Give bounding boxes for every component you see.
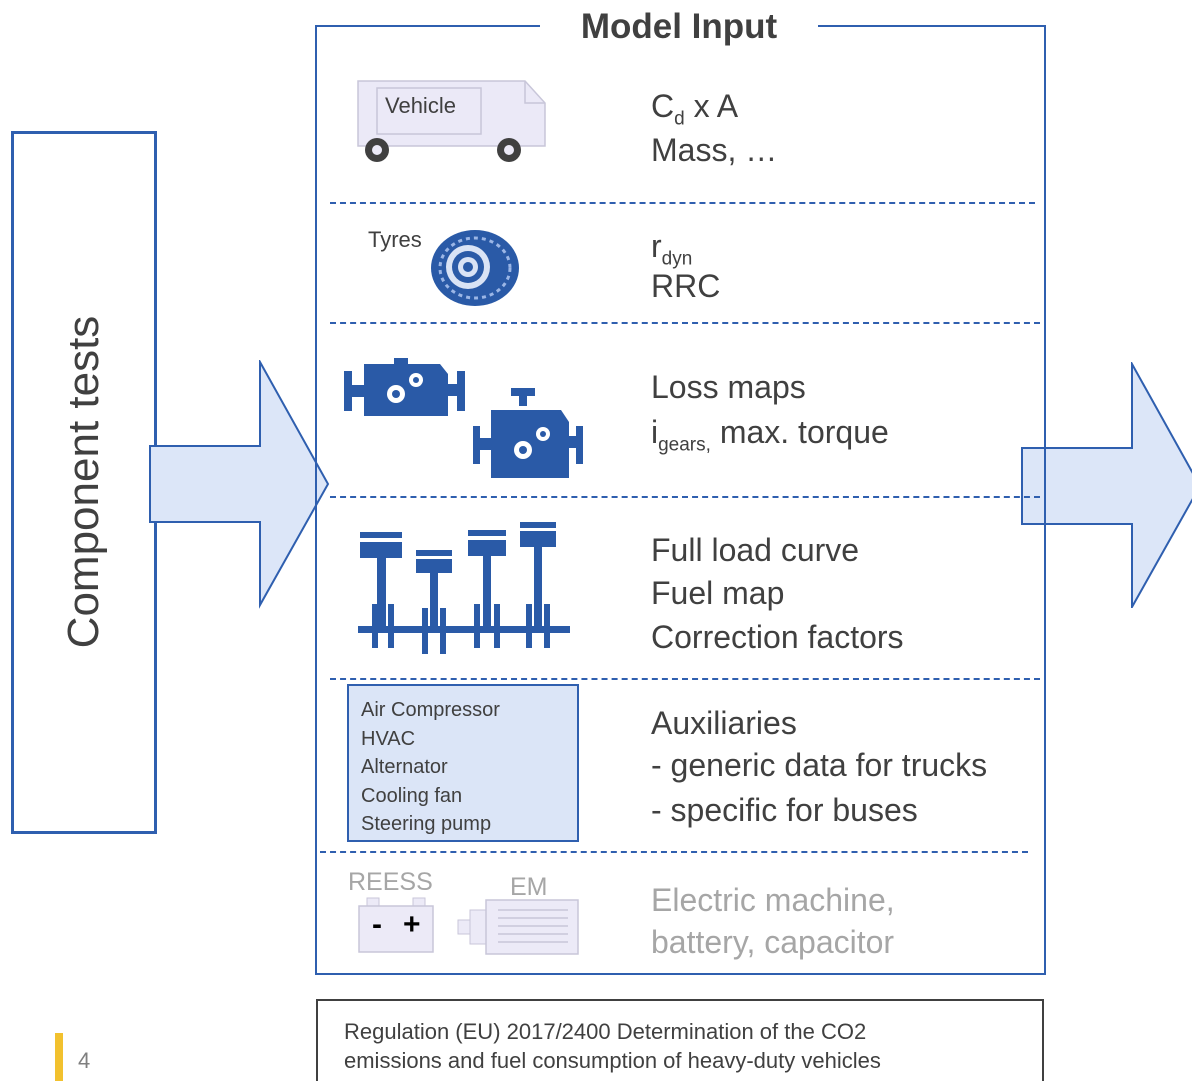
auxiliaries-list-box: Air Compressor HVAC Alternator Cooling f… [347,684,579,842]
output-arrow [1021,362,1192,608]
auxiliaries-note-trucks: - generic data for trucks [651,747,988,783]
page-number: 4 [78,1048,91,1073]
aux-item: Steering pump [361,813,492,835]
aux-item: Cooling fan [361,784,463,807]
row-separator [320,851,1028,853]
tyre-icon [431,230,519,306]
row-separator [330,322,1040,324]
row-separator [330,202,1035,204]
component-tests-box [11,131,157,834]
battery-icon [358,897,434,953]
reess-label: REESS [348,868,433,896]
auxiliaries-heading: Auxiliaries [651,705,797,741]
electric-motor-icon [457,899,579,955]
regulation-line-1: Regulation (EU) 2017/2400 Determination … [344,1019,867,1044]
component-tests-label: Component tests [59,315,108,649]
row-separator [330,678,1040,680]
transmission-param-1: Loss maps [651,369,806,405]
engine-param-3: Correction factors [651,619,904,655]
input-arrow [149,360,330,609]
transmission-param-2: igears, max. torque [651,414,889,456]
engine-param-1: Full load curve [651,532,860,568]
electric-param-2: battery, capacitor [651,924,895,960]
tyre-param-2: RRC [651,268,721,304]
tyre-param-1: rdyn [651,228,693,270]
row-separator [330,496,1040,498]
gearbox-icon [473,388,583,478]
aux-item: Air Compressor [361,699,500,721]
battery-plus: + [403,908,421,941]
pistons-icon [358,522,570,654]
model-input-title: Model Input [540,4,818,50]
regulation-box: Regulation (EU) 2017/2400 Determination … [316,999,1044,1081]
aux-item: HVAC [361,727,416,750]
tyres-label: Tyres [368,227,422,252]
vehicle-param-2: Mass, … [651,132,778,168]
battery-minus: - [372,908,382,941]
aux-item: Alternator [361,756,448,778]
electric-param-1: Electric machine, [651,882,895,918]
truck-icon [357,80,546,162]
page-accent-bar [55,1033,63,1081]
em-label: EM [510,873,548,901]
regulation-line-2: emissions and fuel consumption of heavy-… [344,1048,881,1073]
engine-param-2: Fuel map [651,575,785,611]
auxiliaries-note-buses: - specific for buses [651,792,918,828]
vehicle-label: Vehicle [385,93,456,118]
vehicle-param-1: Cd x A [651,88,739,130]
gearbox-icon [344,358,465,416]
